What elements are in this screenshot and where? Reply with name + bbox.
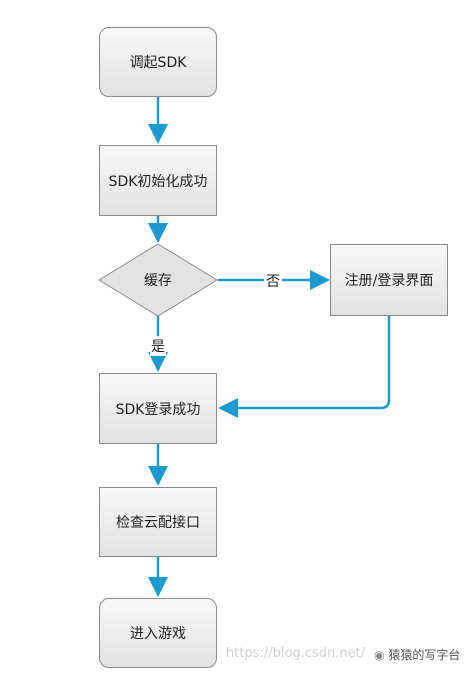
wechat-icon: ◉ <box>374 648 385 662</box>
node-register: 注册/登录界面 <box>330 244 448 316</box>
watermark-brand: ◉ 猿猿的写字台 <box>374 646 460 663</box>
node-check: 检查云配接口 <box>99 487 217 557</box>
node-start: 调起SDK <box>99 27 217 97</box>
edge-label-yes: 是 <box>150 336 166 356</box>
node-decision-label: 缓存 <box>144 273 172 289</box>
node-enter: 进入游戏 <box>99 598 217 668</box>
node-init: SDK初始化成功 <box>99 145 217 216</box>
decision-diamond <box>98 243 218 317</box>
edge-label-no: 否 <box>264 271 282 291</box>
watermark-brand-text: 猿猿的写字台 <box>388 648 461 662</box>
edge-register-to-login-ok <box>218 316 391 418</box>
watermark-url: https://blog.csdn.net/ <box>226 646 366 661</box>
node-login-ok: SDK登录成功 <box>99 373 217 444</box>
